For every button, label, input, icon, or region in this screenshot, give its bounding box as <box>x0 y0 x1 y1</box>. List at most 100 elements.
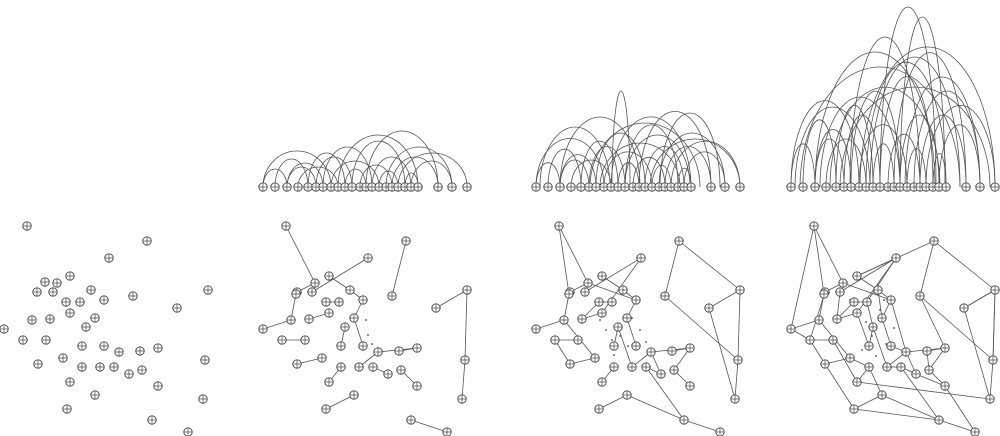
arc-edge <box>539 126 611 188</box>
graph-edge <box>813 225 844 284</box>
point-dot <box>879 309 881 311</box>
node-icon <box>109 362 119 372</box>
graph-edge <box>737 289 741 361</box>
node-icon <box>975 182 985 192</box>
node-icon <box>849 297 859 307</box>
graph-edge <box>535 319 565 330</box>
node-icon <box>406 182 416 192</box>
graph-edge <box>868 366 883 396</box>
node-icon <box>128 291 138 301</box>
arc-edge <box>547 148 582 188</box>
point-dot <box>613 354 615 356</box>
node-icon <box>990 182 1000 192</box>
graph-edge <box>853 408 940 421</box>
node-icon <box>915 291 925 301</box>
arc-edge <box>649 138 741 188</box>
node-icon <box>354 362 364 372</box>
node-icon <box>852 271 862 281</box>
node-icon <box>413 182 423 192</box>
node-icon <box>358 341 368 351</box>
arc-edge <box>913 90 981 188</box>
arc-edge <box>799 66 961 188</box>
node-icon <box>86 285 96 295</box>
graph-edge <box>678 240 741 291</box>
arc-edge <box>850 90 901 188</box>
node-icon <box>715 427 725 436</box>
node-icon <box>565 359 575 369</box>
node-icon <box>873 285 883 295</box>
node-icon <box>901 347 911 357</box>
node-icon <box>685 381 695 391</box>
graph-edge <box>584 257 642 293</box>
arc-edge <box>371 156 412 188</box>
graph-edge <box>938 419 976 433</box>
node-icon <box>137 365 147 375</box>
arc-edge <box>865 61 947 188</box>
node-icon <box>142 236 152 246</box>
node-icon <box>65 308 75 318</box>
node-icon <box>114 347 124 357</box>
graph-edge <box>262 319 292 330</box>
arc-edge <box>410 160 453 188</box>
arc-edge <box>638 111 712 188</box>
node-icon <box>433 182 443 192</box>
node-icon <box>41 335 51 345</box>
node-icon <box>573 335 583 345</box>
node-icon <box>321 404 331 414</box>
point-dot <box>365 319 367 321</box>
graph-edge <box>881 317 892 347</box>
point-dot <box>883 299 885 301</box>
node-icon <box>896 362 906 372</box>
node-icon <box>406 415 416 425</box>
node-icon <box>460 355 470 365</box>
node-icon <box>45 314 55 324</box>
node-icon <box>814 315 824 325</box>
graph-edge <box>554 339 571 365</box>
arc-edge <box>365 130 439 188</box>
graph-edge <box>856 381 991 400</box>
graph-edge <box>790 225 815 330</box>
arc-edge <box>378 170 399 188</box>
node-icon <box>609 362 619 372</box>
node-icon <box>203 285 213 295</box>
node-icon <box>627 362 637 372</box>
arc-edge <box>879 6 937 188</box>
node-icon <box>0 324 9 334</box>
point-dot <box>893 327 895 329</box>
arc-edge <box>330 160 380 188</box>
node-icon <box>33 359 43 369</box>
arc-edge <box>814 138 845 188</box>
node-icon <box>607 297 617 307</box>
arc-edge <box>404 172 419 188</box>
node-icon <box>861 182 871 192</box>
node-icon <box>95 362 105 372</box>
arc-edge <box>611 90 631 188</box>
point-dot <box>367 334 369 336</box>
node-icon <box>543 182 553 192</box>
node-icon <box>685 343 695 353</box>
node-icon <box>304 314 314 324</box>
node-icon <box>622 390 632 400</box>
node-icon <box>531 182 541 192</box>
node-icon <box>48 287 58 297</box>
node-icon <box>669 365 679 375</box>
arc-edge <box>391 156 439 188</box>
node-icon <box>324 308 334 318</box>
node-icon <box>609 341 619 351</box>
node-icon <box>798 182 808 192</box>
node-icon <box>646 347 656 357</box>
node-icon <box>852 308 862 318</box>
point-dot <box>871 335 873 337</box>
node-icon <box>291 289 301 299</box>
graph-edge <box>464 289 468 361</box>
point-dot <box>627 345 629 347</box>
node-icon <box>282 182 292 192</box>
graph-edge <box>410 419 448 433</box>
node-icon <box>172 303 182 313</box>
node-icon <box>340 322 350 332</box>
arc-edge <box>869 56 961 188</box>
node-icon <box>704 303 714 313</box>
graph-edge <box>842 282 892 301</box>
point-dot <box>639 329 641 331</box>
